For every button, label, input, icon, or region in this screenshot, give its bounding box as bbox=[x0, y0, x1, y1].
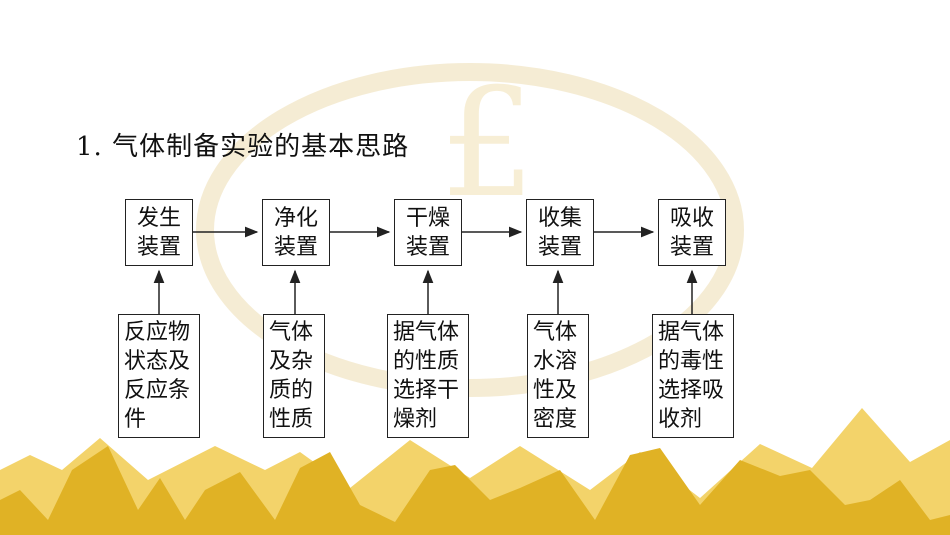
condition-label-line: 的毒性 bbox=[658, 349, 725, 374]
condition-label-line: 质的 bbox=[269, 378, 314, 403]
watermark-ring bbox=[196, 63, 744, 397]
condition-label-line: 据气体 bbox=[393, 320, 460, 345]
condition-box-collection: 气体 水溶 性及 密度 bbox=[527, 314, 589, 438]
condition-label-line: 的性质 bbox=[393, 349, 460, 374]
condition-box-generation: 反应物 状态及 反应条 件 bbox=[118, 314, 200, 438]
condition-label-line: 气体 bbox=[533, 320, 578, 345]
page-title: 1. 气体制备实验的基本思路 bbox=[76, 132, 410, 162]
stage-label-line: 净化 bbox=[273, 206, 318, 231]
condition-label-line: 密度 bbox=[533, 407, 578, 432]
condition-label-line: 收剂 bbox=[658, 407, 703, 432]
condition-label-line: 性及 bbox=[533, 378, 578, 403]
condition-label-line: 据气体 bbox=[658, 320, 725, 345]
stage-label-line: 装置 bbox=[136, 235, 181, 260]
stage-box-absorption: 吸收 装置 bbox=[658, 199, 726, 266]
stage-label-line: 吸收 bbox=[669, 206, 714, 231]
stage-box-purification: 净化 装置 bbox=[262, 199, 330, 266]
condition-label-line: 气体 bbox=[269, 320, 314, 345]
condition-label-line: 选择干 bbox=[393, 378, 460, 403]
stage-label-line: 装置 bbox=[537, 235, 582, 260]
stage-box-drying: 干燥 装置 bbox=[394, 199, 462, 266]
stage-label-line: 发生 bbox=[136, 206, 181, 231]
mountain-front bbox=[0, 446, 950, 535]
condition-box-purification: 气体 及杂 质的 性质 bbox=[263, 314, 325, 438]
stage-box-collection: 收集 装置 bbox=[526, 199, 594, 266]
stage-label-line: 装置 bbox=[273, 235, 318, 260]
condition-label-line: 性质 bbox=[269, 407, 314, 432]
condition-label-line: 水溶 bbox=[533, 349, 578, 374]
condition-label-line: 件 bbox=[124, 407, 147, 432]
condition-label-line: 及杂 bbox=[269, 349, 314, 374]
stage-label-line: 装置 bbox=[669, 235, 714, 260]
condition-box-absorption: 据气体 的毒性 选择吸 收剂 bbox=[652, 314, 734, 438]
condition-label-line: 反应物 bbox=[124, 320, 191, 345]
condition-box-drying: 据气体 的性质 选择干 燥剂 bbox=[387, 314, 469, 438]
stage-label-line: 装置 bbox=[405, 235, 450, 260]
condition-label-line: 状态及 bbox=[124, 349, 191, 374]
condition-label-line: 燥剂 bbox=[393, 407, 438, 432]
stage-label-line: 收集 bbox=[537, 206, 582, 231]
stage-label-line: 干燥 bbox=[405, 206, 450, 231]
condition-label-line: 反应条 bbox=[124, 378, 191, 403]
condition-label-line: 选择吸 bbox=[658, 378, 725, 403]
stage-box-generation: 发生 装置 bbox=[125, 199, 193, 266]
